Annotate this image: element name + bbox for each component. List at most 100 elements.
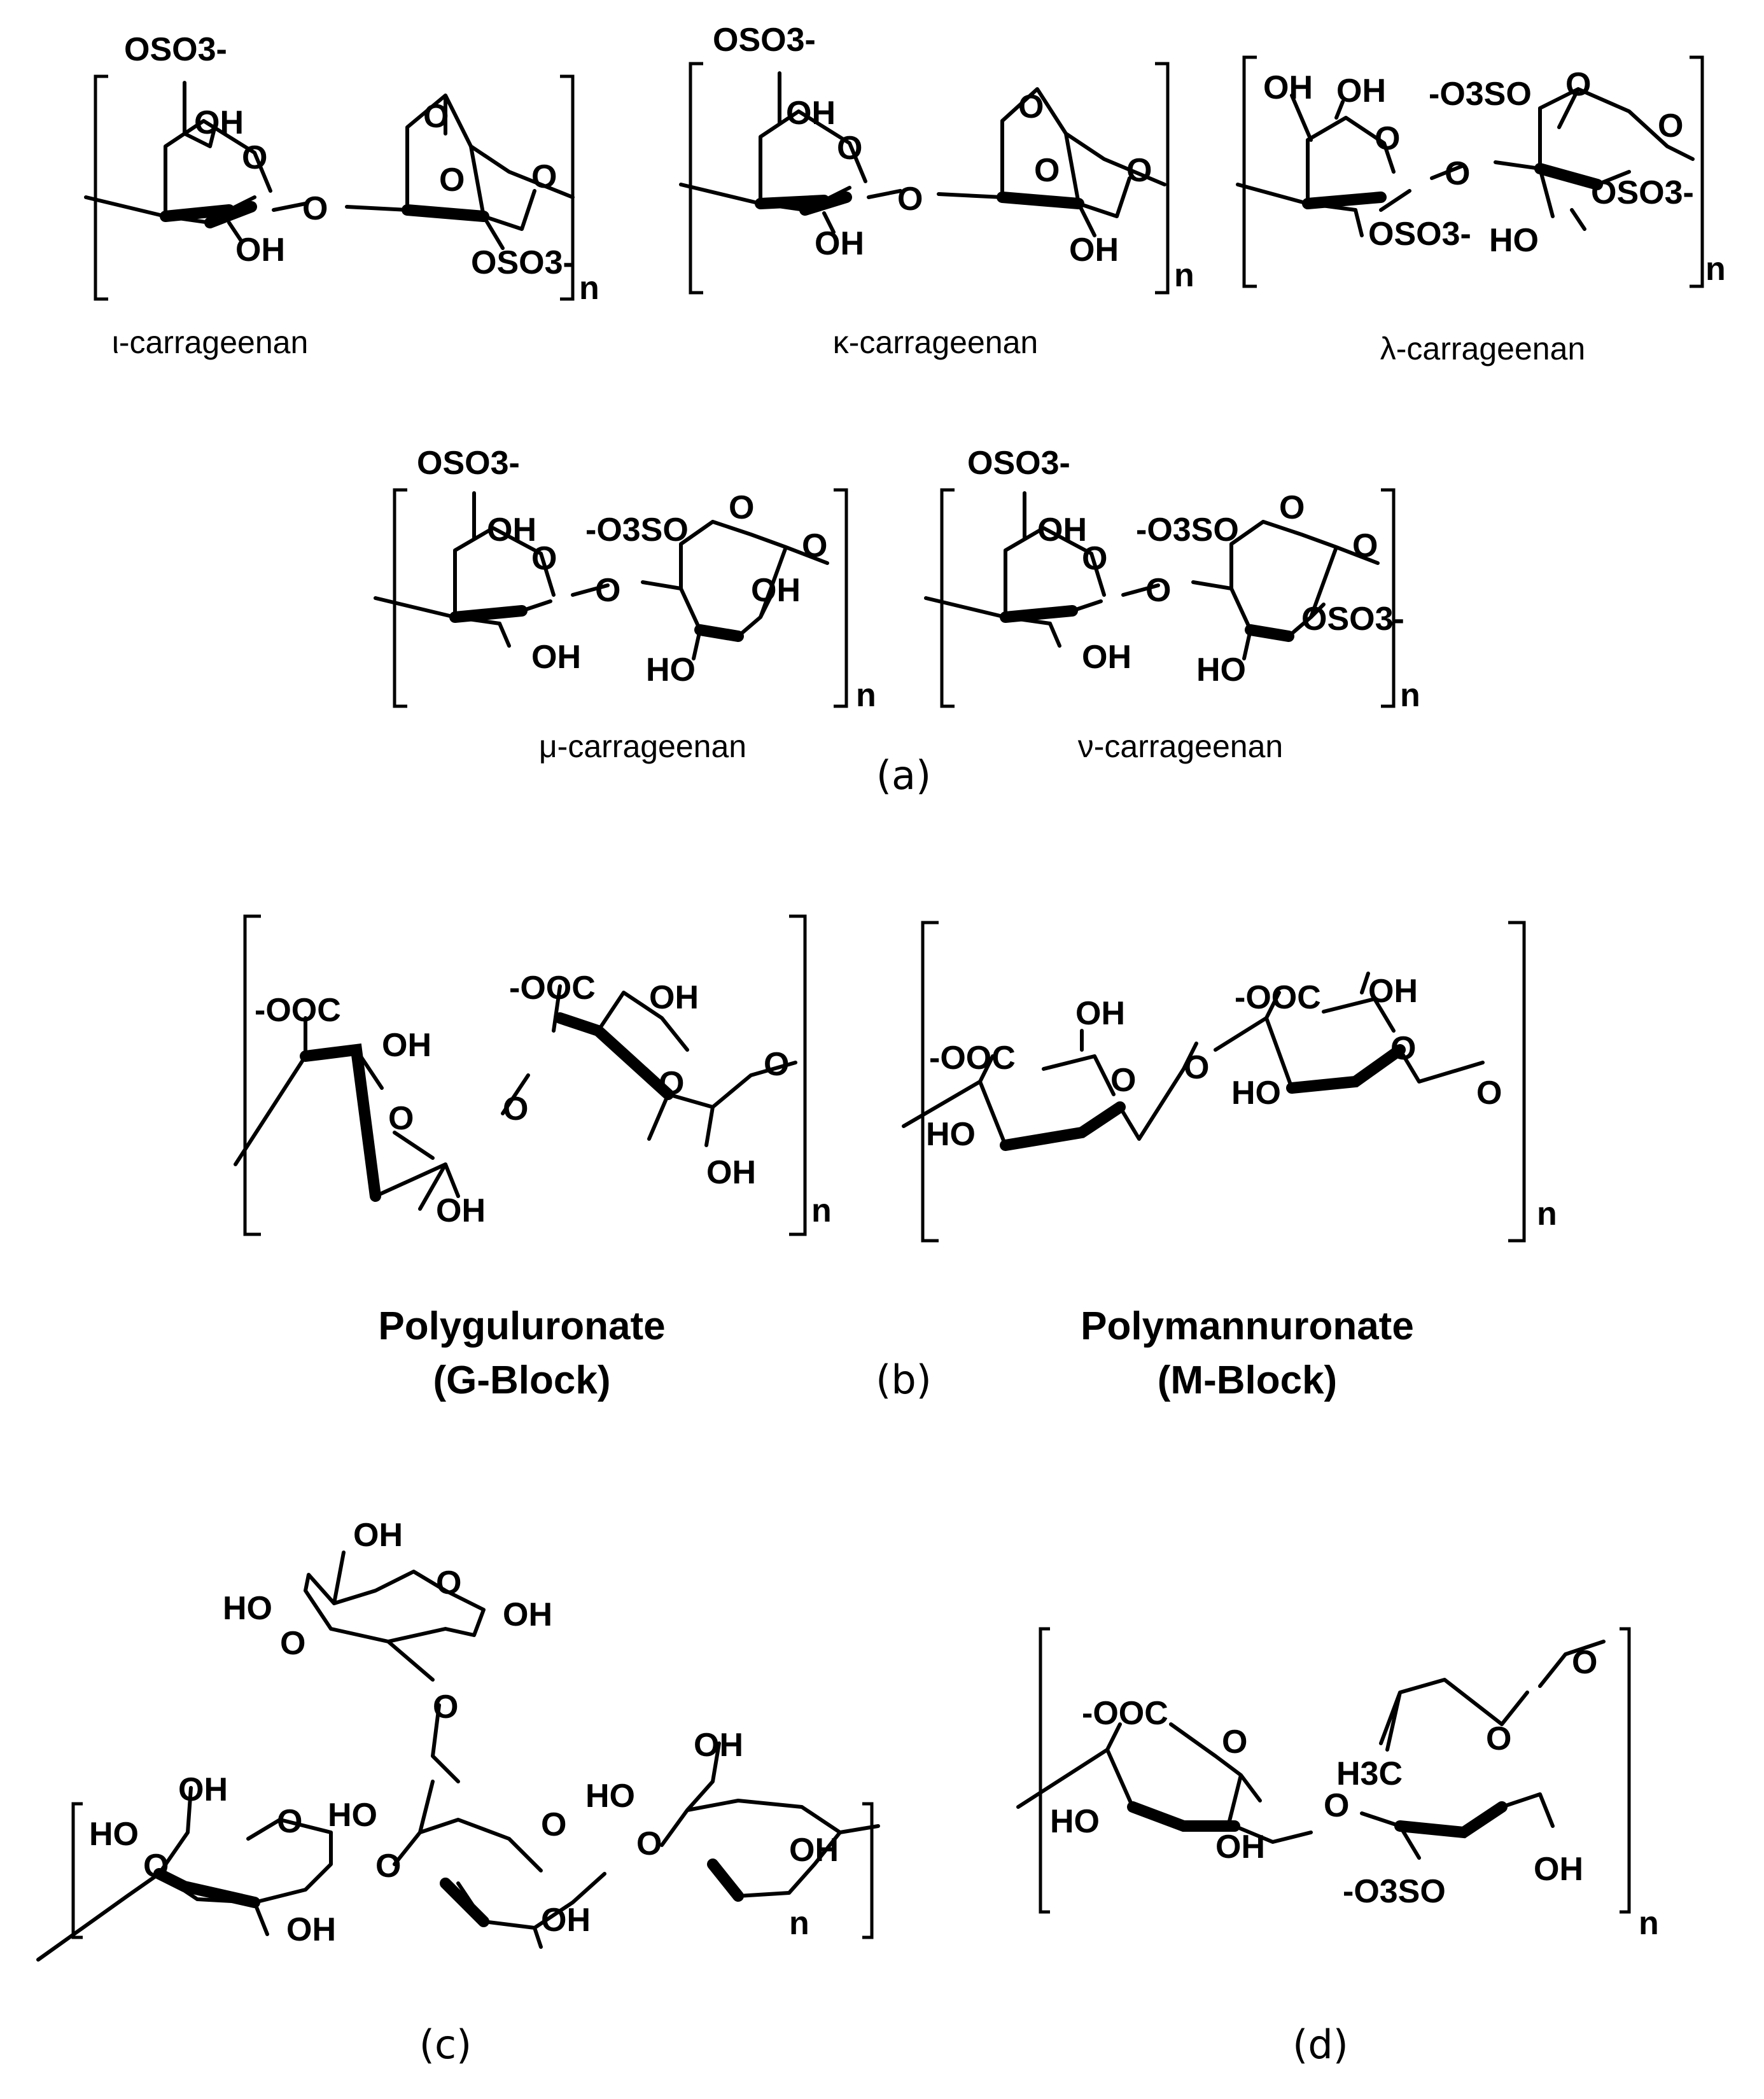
panel-c-atom-5: O — [433, 1689, 458, 1726]
mu-atom-6: O — [802, 527, 827, 564]
mu-left-bracket — [393, 488, 407, 708]
bond-lines — [418, 1092, 670, 1211]
panel-c-atom-12: HO — [328, 1797, 377, 1834]
iota-left-bracket — [94, 74, 108, 301]
wedge-bond — [153, 1868, 260, 1908]
guluronate-structure: -OOC OH O OH O -OOC OH O OH O n Polygulu… — [234, 914, 832, 1402]
iota-atom-8: OSO3- — [471, 244, 574, 281]
kappa-atom-1: OH — [786, 95, 836, 132]
panel-d-atom-3: OH — [1215, 1829, 1265, 1865]
bond-lines — [822, 87, 1166, 237]
nu-atom-6: O — [1352, 527, 1378, 564]
kappa-atom-2: O — [837, 130, 862, 167]
panel-c-structure: OH HO O O OH O OH HO O O OH O HO O OH OH… — [36, 1517, 880, 1962]
lambda-atom-1: OH — [1336, 73, 1386, 109]
panel-d-left-bracket — [1039, 1627, 1050, 1914]
nu-atom-4: -O3SO — [1136, 512, 1239, 548]
lambda-left-bracket — [1242, 55, 1257, 288]
panel-c-atom-6: OH — [178, 1771, 228, 1808]
nu-atom-3: O — [1145, 572, 1171, 609]
mu-atom-4: -O3SO — [585, 512, 689, 548]
wedge-bond — [799, 192, 852, 216]
lambda-atom-2: O — [1375, 120, 1400, 157]
bond-lines — [393, 1780, 606, 1949]
mannuronate-atom-4: O — [1184, 1049, 1209, 1086]
mu-atom-10: n — [856, 677, 876, 714]
bond-lines — [227, 202, 307, 244]
nu-atom-2: O — [1082, 540, 1107, 577]
iota-name: ι-carrageenan — [112, 324, 309, 360]
nu-left-bracket — [940, 488, 955, 708]
wedge-bond — [707, 1858, 744, 1902]
mannuronate-atom-3: HO — [926, 1116, 976, 1153]
mu-atom-3: O — [595, 572, 620, 609]
mu-atom-1: OH — [487, 512, 536, 548]
wedge-bond — [402, 204, 489, 222]
kappa-carrageenan-structure: OSO3- OH O O O O O OH OH n κ-carrageenan — [679, 22, 1194, 360]
guluronate-atom-1: OH — [382, 1027, 431, 1064]
guluronate-name-line1: Polyguluronate — [378, 1304, 665, 1348]
panel-d-atom-5: H3C — [1336, 1755, 1403, 1792]
kappa-right-bracket — [1155, 62, 1170, 295]
panel-c-atom-9: O — [277, 1803, 302, 1840]
kappa-name: κ-carrageenan — [833, 324, 1038, 360]
lambda-atom-6: O — [1658, 108, 1683, 144]
iota-carrageenan-structure: OSO3- OH O O O O O OH OSO3- n ι-carragee… — [84, 31, 599, 360]
kappa-atom-8: OH — [1069, 232, 1119, 268]
lambda-atom-4: O — [1565, 66, 1591, 103]
panel-c-atom-19: n — [789, 1905, 809, 1942]
guluronate-atom-6: OH — [649, 979, 699, 1016]
mannuronate-name-line2: (M-Block) — [1158, 1358, 1337, 1402]
mannuronate-atom-6: OH — [1368, 973, 1418, 1010]
panel-d-atom-7: O — [1572, 1644, 1597, 1681]
nu-atom-0: OSO3- — [967, 445, 1070, 482]
mu-atom-9: HO — [646, 652, 696, 688]
panel-d-structure: -OOC O HO OH O H3C O O -O3SO OH n — [1016, 1627, 1659, 1942]
wedge-bond — [160, 204, 235, 222]
nu-right-bracket — [1381, 488, 1396, 708]
nu-atom-9: HO — [1196, 652, 1246, 688]
wedge-bond — [1286, 1044, 1406, 1094]
lambda-atom-3: -O3SO — [1429, 76, 1532, 113]
guluronate-atom-7: O — [659, 1065, 684, 1102]
panel-d-atom-10: n — [1639, 1905, 1659, 1942]
iota-right-bracket — [560, 74, 575, 301]
nu-carrageenan-structure: OSO3- OH O O -O3SO O O OH OSO3- HO n ν-c… — [924, 445, 1420, 764]
kappa-atom-0: OSO3- — [713, 22, 816, 59]
wedge-bond — [449, 605, 528, 623]
iota-atom-3: O — [302, 190, 328, 227]
panel-c-atom-17: O — [636, 1825, 662, 1862]
mannuronate-atom-9: O — [1476, 1075, 1502, 1112]
lambda-atom-0: OH — [1263, 69, 1313, 106]
mu-right-bracket — [834, 488, 848, 708]
mannuronate-atom-5: -OOC — [1235, 979, 1321, 1016]
mannuronate-left-bracket — [921, 921, 939, 1243]
panel-c-atom-0: OH — [353, 1517, 403, 1554]
bond-lines — [1236, 94, 1466, 212]
panel-d-right-bracket — [1620, 1627, 1631, 1914]
mannuronate-right-bracket — [1508, 921, 1526, 1243]
panel-c-left-bracket — [71, 1802, 83, 1939]
panel-d-label: (d) — [1292, 2021, 1348, 2068]
lambda-name: λ-carrageenan — [1380, 331, 1585, 366]
guluronate-right-bracket — [789, 914, 807, 1236]
iota-atom-4: O — [423, 98, 449, 135]
panel-b-label: (b) — [876, 1356, 932, 1403]
kappa-atom-7: OH — [815, 225, 864, 262]
panel-c-atom-7: HO — [89, 1816, 139, 1853]
wedge-bond — [204, 201, 257, 228]
bond-lines — [1354, 87, 1695, 237]
guluronate-atom-3: OH — [436, 1192, 486, 1229]
bond-lines — [345, 94, 575, 250]
bond-lines — [1016, 1640, 1606, 1860]
mu-atom-8: OH — [531, 639, 581, 676]
kappa-atom-4: O — [1018, 88, 1044, 125]
panel-c-right-bracket — [862, 1802, 874, 1939]
panel-d-atom-0: -OOC — [1082, 1695, 1168, 1732]
panel-d-atom-4: O — [1324, 1787, 1349, 1824]
lambda-atom-7: OSO3- — [1591, 174, 1694, 211]
guluronate-atom-9: O — [764, 1046, 789, 1083]
nu-atom-5: O — [1279, 489, 1305, 526]
panel-c-atom-2: O — [280, 1625, 305, 1662]
